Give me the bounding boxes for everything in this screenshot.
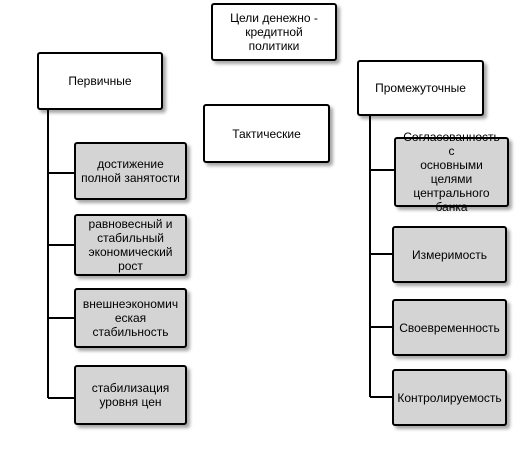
primary-item-label: стабилизация уровня цен — [91, 381, 170, 409]
tactical-goals-box: Тактические — [203, 104, 330, 163]
primary-goals-label: Первичные — [68, 74, 132, 88]
primary-item-external-stability: внешнеэкономич еская стабильность — [74, 288, 187, 348]
primary-item-full-employment: достижение полной занятости — [74, 142, 187, 200]
tactical-goals-label: Тактические — [232, 126, 301, 141]
intermediate-item-timeliness: Своевременность — [392, 299, 507, 356]
intermediate-item-consistency: Согласованность с основными целями центр… — [394, 130, 509, 214]
primary-item-label: равновесный и стабильный экономический р… — [88, 217, 173, 273]
intermediate-item-label: Согласованность с основными целями центр… — [403, 130, 500, 214]
primary-item-price-stabilization: стабилизация уровня цен — [74, 365, 187, 425]
root-goals-label: Цели денежно - кредитной политики — [230, 11, 318, 53]
root-goals-box: Цели денежно - кредитной политики — [211, 3, 337, 61]
intermediate-item-label: Измеримость — [411, 247, 488, 262]
intermediate-item-controllability: Контролируемость — [392, 369, 507, 426]
primary-item-label: достижение полной занятости — [81, 157, 180, 185]
primary-item-label: внешнеэкономич еская стабильность — [82, 297, 179, 339]
primary-item-economic-growth: равновесный и стабильный экономический р… — [74, 214, 187, 276]
intermediate-item-label: Своевременность — [399, 320, 500, 335]
intermediate-goals-label: Промежуточные — [375, 81, 466, 95]
intermediate-item-measurability: Измеримость — [392, 226, 507, 283]
primary-goals-box: Первичные — [37, 52, 163, 110]
intermediate-item-label: Контролируемость — [397, 390, 502, 405]
intermediate-goals-box: Промежуточные — [357, 60, 484, 116]
